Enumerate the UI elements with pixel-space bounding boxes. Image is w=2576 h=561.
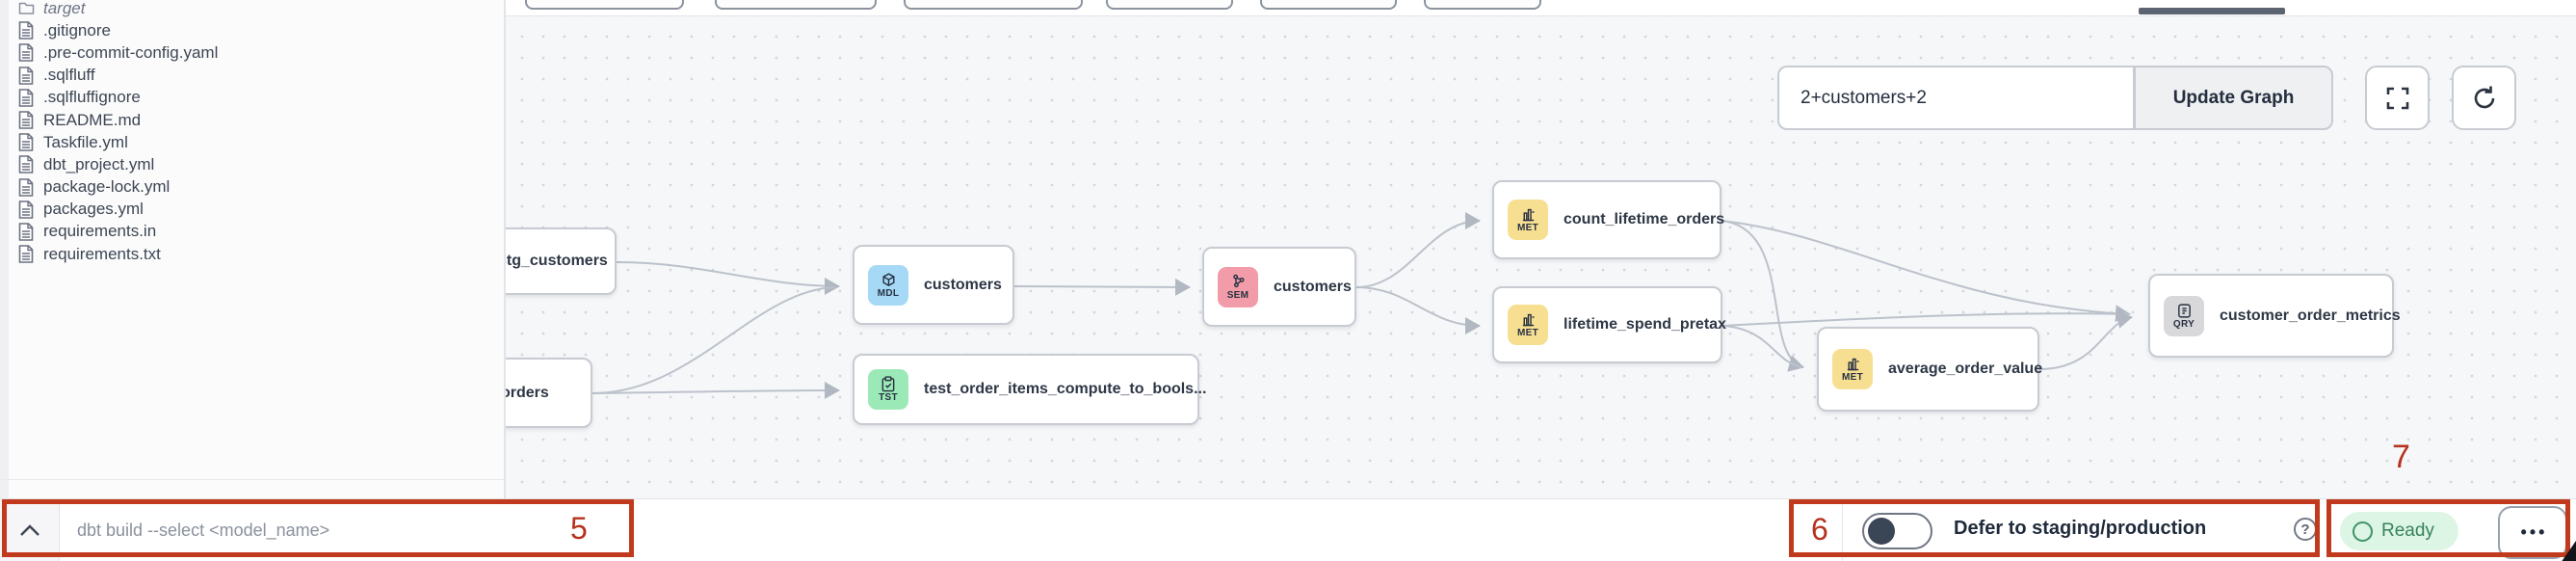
annotation-number-7: 7 [2392,439,2410,475]
file-label: target [43,0,86,17]
graph-node-stg-customers[interactable]: MDL stg_customers [506,227,617,295]
metric-badge: MET [1832,349,1873,389]
sidebar-item-requirements-in[interactable]: requirements.in [0,221,504,243]
sidebar-item-dbt-project[interactable]: dbt_project.yml [0,153,504,175]
file-icon [18,177,35,197]
active-tab-indicator [2139,8,2285,14]
graph-node-customers-semantic[interactable]: SEM customers [1202,247,1356,327]
graph-node-customers-model[interactable]: MDL customers [853,245,1014,325]
graph-node-customer-order-metrics[interactable]: QRY customer_order_metrics [2148,274,2401,358]
lineage-canvas[interactable]: MDL stg_customers MDL orders MDL custome… [506,16,2576,498]
annotation-number-6: 6 [1811,512,1828,547]
sidebar-item-gitignore[interactable]: .gitignore [0,19,504,41]
collapse-panel-button[interactable] [0,499,60,561]
toolbar-chip-partial[interactable] [1106,0,1233,10]
lineage-edges [591,212,2133,400]
file-icon [18,133,35,152]
saved-query-badge: QRY [2164,295,2204,336]
file-label: package-lock.yml [43,177,171,197]
sidebar-item-readme[interactable]: README.md [0,109,504,131]
sidebar-gutter [0,0,9,498]
file-explorer-sidebar: target .gitignore .pre-commit-config.yam… [0,0,506,498]
file-icon [18,43,35,63]
file-icon [18,155,35,174]
graph-node-orders[interactable]: MDL orders [506,358,592,428]
file-icon [18,245,35,263]
chevron-up-icon [19,524,39,536]
file-icon [18,223,35,241]
sidebar-item-package-lock[interactable]: package-lock.yml [0,176,504,199]
metric-badge: MET [1508,200,1548,240]
toolbar-chip-partial[interactable] [1260,0,1397,10]
defer-toggle-label: Defer to staging/production [1954,517,2207,539]
file-icon [18,21,35,40]
toggle-knob [1868,518,1895,545]
file-icon [18,111,35,129]
semantic-model-badge: SEM [1218,266,1258,307]
status-ring-icon [2353,521,2373,542]
graph-node-lifetime-spend-pretax[interactable]: MET lifetime_spend_pretax [1492,286,1726,363]
sidebar-item-sqlfluffignore[interactable]: .sqlfluffignore [0,87,504,109]
file-label: requirements.in [43,222,157,241]
refresh-icon [2474,86,2494,108]
status-label: Ready [2381,521,2434,541]
toolbar-chip-partial[interactable] [904,0,1083,10]
dbt-command-input[interactable] [77,507,559,553]
sidebar-item-pre-commit-config[interactable]: .pre-commit-config.yaml [0,41,504,64]
test-badge: TST [868,369,908,410]
command-bar: Defer to staging/production ? Ready ••• … [0,498,2576,561]
file-icon [18,66,35,85]
annotation-box-6 [1789,499,2320,557]
lineage-toolbar-cut [506,0,2576,16]
file-list: target .gitignore .pre-commit-config.yam… [0,0,504,480]
folder-icon [18,0,35,17]
bottom-bar-divider [1842,499,1843,561]
file-icon [18,89,35,107]
file-label: packages.yml [43,200,144,219]
file-label: .gitignore [43,20,111,40]
sidebar-item-requirements-txt[interactable]: requirements.txt [0,243,504,265]
model-badge: MDL [868,264,908,306]
toolbar-chip-partial[interactable] [715,0,877,10]
file-label: dbt_project.yml [43,154,155,174]
fullscreen-button[interactable] [2365,66,2430,130]
file-label: .sqlfluffignore [43,88,141,107]
defer-toggle[interactable] [1862,513,1932,549]
update-graph-button[interactable]: Update Graph [2134,66,2333,130]
sidebar-item-sqlfluff[interactable]: .sqlfluff [0,65,504,87]
graph-node-count-lifetime-orders[interactable]: MET count_lifetime_orders [1492,180,1724,259]
file-label: requirements.txt [43,244,161,263]
file-label: README.md [43,110,142,129]
sidebar-item-packages[interactable]: packages.yml [0,199,504,221]
file-label: Taskfile.yml [43,132,128,151]
fullscreen-icon [2386,87,2408,109]
metric-badge: MET [1508,305,1548,345]
refresh-button[interactable] [2452,66,2516,130]
sidebar-item-target[interactable]: target [0,0,504,19]
status-badge: Ready [2340,512,2458,550]
toolbar-chip-partial[interactable] [525,0,684,10]
annotation-box-7 [2326,499,2570,557]
graph-node-average-order-value[interactable]: MET average_order_value [1817,327,2042,412]
annotation-number-5: 5 [570,511,588,546]
annotation-box-5 [2,499,634,557]
toolbar-chip-partial[interactable] [1424,0,1541,10]
file-icon [18,200,35,219]
graph-node-test-order-items[interactable]: TST test_order_items_compute_to_bools... [853,354,1206,425]
lineage-selector-input[interactable] [1777,66,2134,130]
sidebar-item-taskfile[interactable]: Taskfile.yml [0,131,504,153]
file-label: .pre-commit-config.yaml [43,42,219,62]
file-label: .sqlfluff [43,66,95,85]
